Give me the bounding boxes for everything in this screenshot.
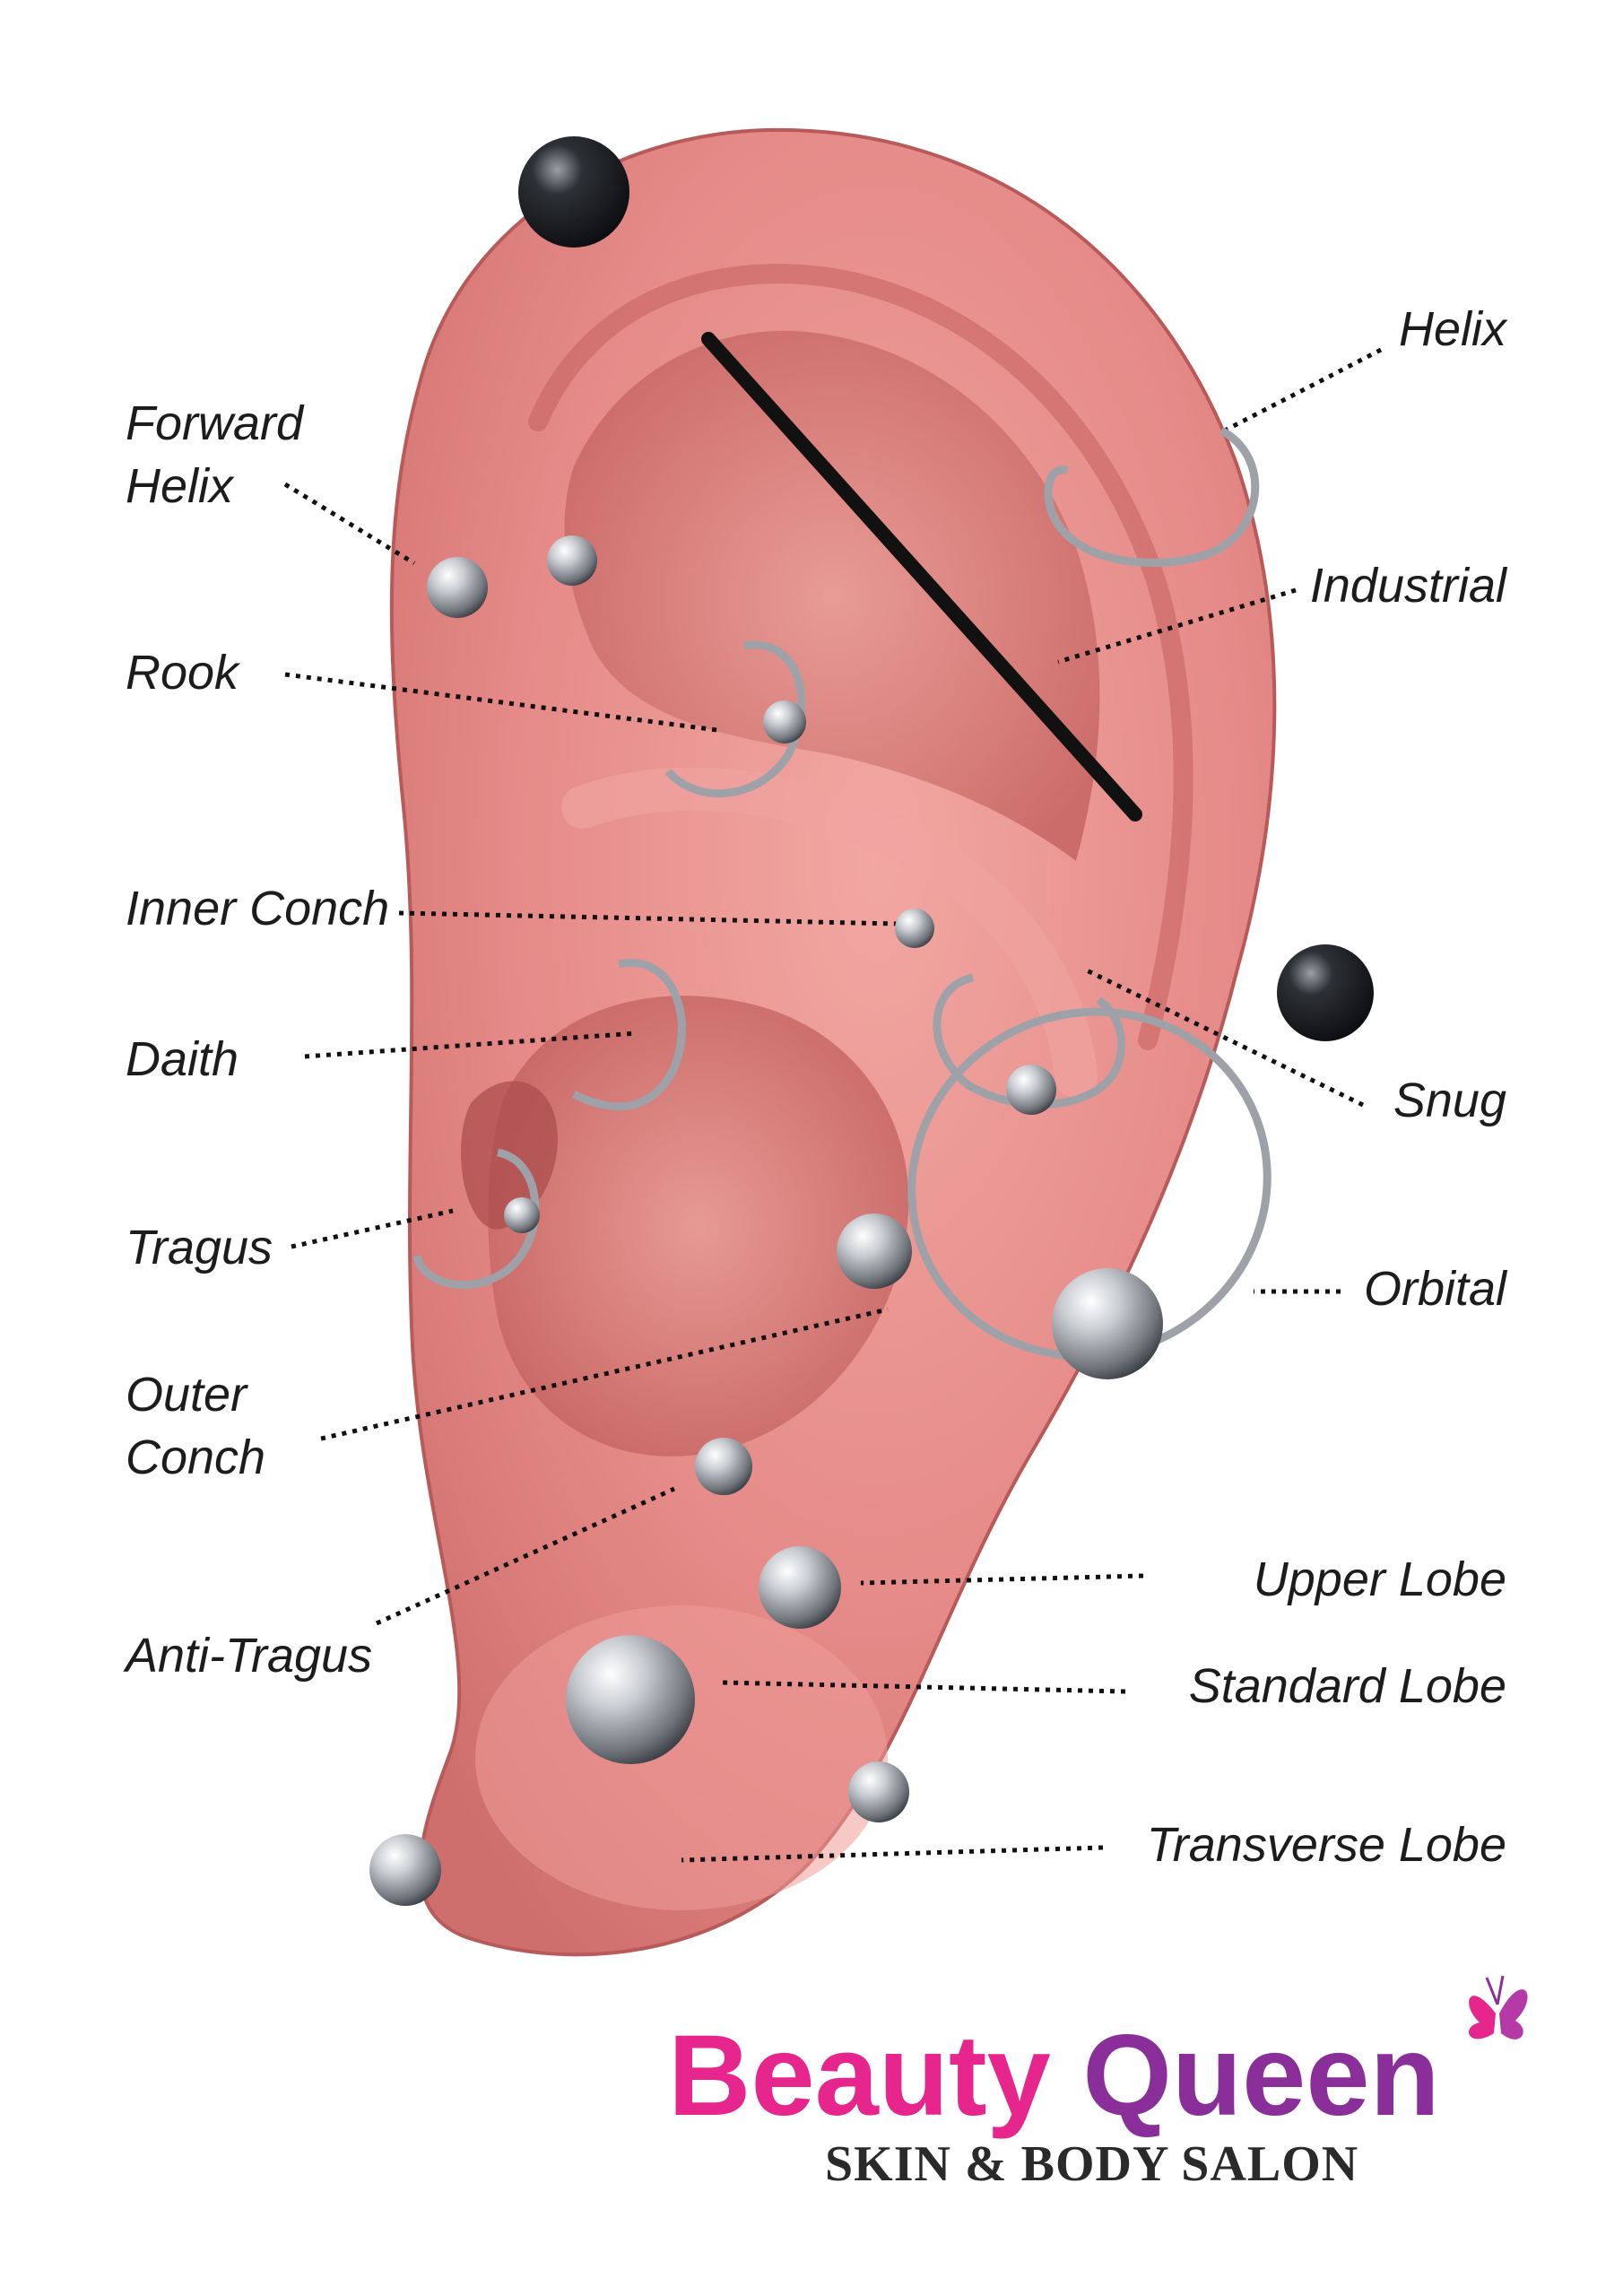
leader-standard-lobe	[721, 1680, 1126, 1694]
leader-daith	[304, 1031, 638, 1059]
standard-lobe-ball	[566, 1635, 695, 1764]
rook-ball	[763, 700, 806, 744]
label-outer-conch-line2: Conch	[126, 1431, 266, 1484]
label-industrial: Industrial	[1309, 559, 1506, 613]
leader-rook	[284, 672, 718, 733]
ear-rim-fold	[528, 264, 1193, 1050]
brand-tagline: SKIN & BODY SALON	[825, 2136, 1359, 2192]
industrial-barbell	[701, 332, 1142, 822]
leader-upper-lobe	[860, 1573, 1144, 1586]
inner-conch-ball	[895, 909, 934, 948]
leader-anti-tragus	[375, 1486, 676, 1626]
butterfly-icon	[1469, 1975, 1528, 2039]
label-outer-conch-line1: Outer	[126, 1368, 247, 1422]
orbital-ring	[907, 1007, 1271, 1361]
leader-helix	[1219, 347, 1383, 435]
metal-balls	[369, 535, 1163, 1906]
label-anti-tragus: Anti-Tragus	[126, 1629, 373, 1683]
forward-helix-ball-2	[547, 535, 597, 586]
leader-outer-conch	[320, 1307, 889, 1441]
transverse-lobe-ball-2	[369, 1834, 441, 1906]
leader-snug	[1085, 968, 1365, 1108]
label-tragus: Tragus	[126, 1221, 273, 1274]
tragus-ring	[412, 1148, 540, 1290]
ear-concha	[488, 996, 909, 1457]
helix-ring	[1044, 427, 1260, 567]
leader-forward-helix	[283, 482, 416, 566]
label-forward-helix-line2: Helix	[126, 459, 234, 513]
ear-antihelix	[561, 767, 1098, 1098]
forward-helix-ball-1	[427, 557, 488, 618]
label-transverse-lobe: Transverse Lobe	[1146, 1818, 1506, 1872]
label-standard-lobe: Standard Lobe	[1188, 1659, 1506, 1713]
label-snug: Snug	[1393, 1074, 1506, 1127]
brand-word-beauty: Beauty	[668, 2012, 1051, 2140]
ear-lobe	[475, 1605, 888, 1910]
tragus-ball	[504, 1197, 540, 1233]
ear-scapha	[564, 330, 1100, 861]
leader-inner-conch	[398, 910, 899, 926]
helix-side-black-ball	[1277, 944, 1374, 1041]
leader-lines	[283, 347, 1383, 1863]
label-upper-lobe: Upper Lobe	[1253, 1552, 1506, 1606]
transverse-lobe-ball-1	[848, 1761, 909, 1822]
brand-logo-text: Beauty Queen	[668, 2009, 1529, 2144]
helix-top-black-ball	[518, 136, 629, 248]
upper-lobe-ball	[759, 1546, 841, 1629]
rook-ring	[664, 640, 806, 798]
label-inner-conch: Inner Conch	[126, 882, 390, 935]
label-rook: Rook	[126, 646, 239, 700]
anti-tragus-ball	[695, 1438, 752, 1495]
daith-ring	[571, 959, 686, 1111]
label-forward-helix-line1: Forward	[126, 396, 304, 450]
outer-conch-ball	[837, 1213, 912, 1289]
label-orbital: Orbital	[1363, 1262, 1506, 1316]
snug-ball	[1006, 1065, 1056, 1115]
brand-word-queen: Queen	[1082, 2012, 1440, 2140]
label-helix: Helix	[1398, 302, 1506, 356]
leader-industrial	[1057, 587, 1297, 665]
label-daith: Daith	[126, 1032, 239, 1086]
orbital-ball	[1052, 1268, 1163, 1379]
